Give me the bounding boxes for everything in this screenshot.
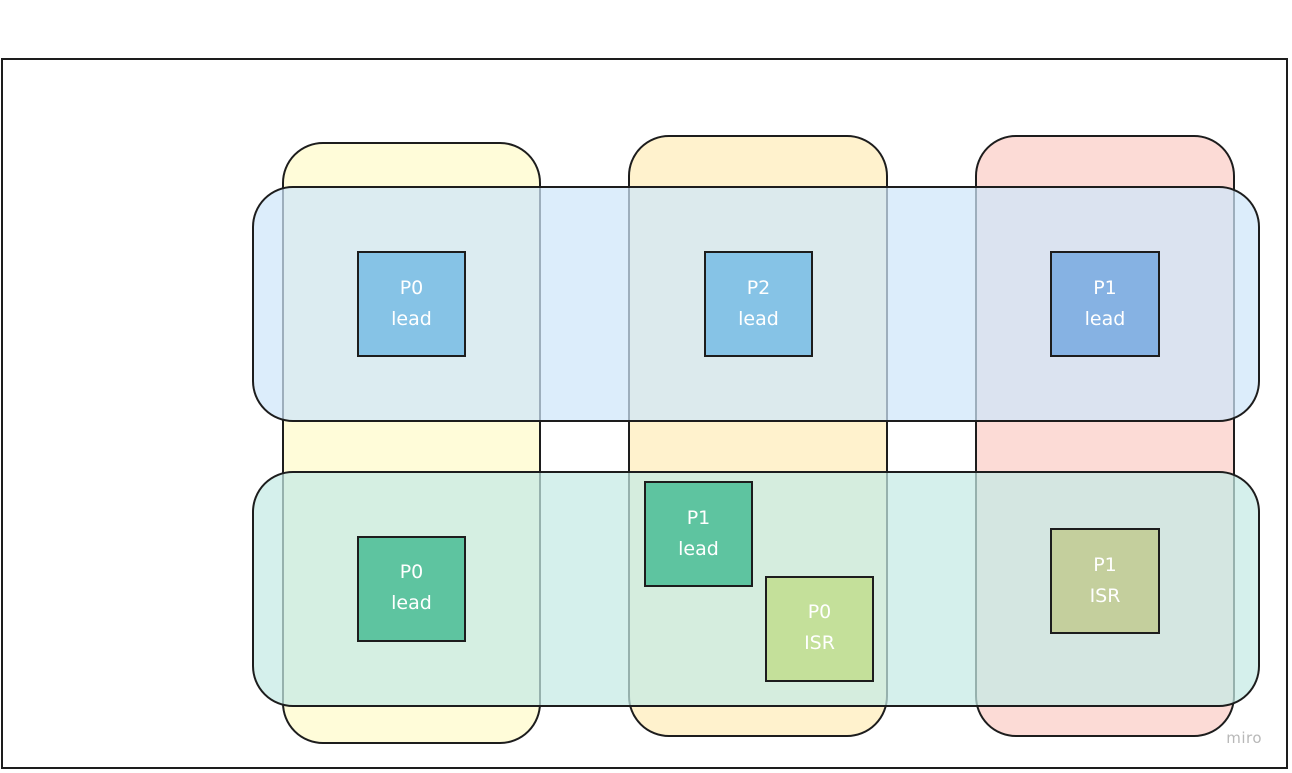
partition-node: P0 ISR: [765, 576, 874, 682]
node-line2: ISR: [1090, 585, 1121, 607]
node-line1: P0: [400, 561, 424, 583]
node-line1: P1: [1093, 554, 1117, 576]
partition-node: P1 lead: [1050, 251, 1160, 357]
partition-node: P0 lead: [357, 251, 466, 357]
miro-watermark: miro: [1226, 729, 1262, 747]
node-line1: P1: [687, 507, 711, 529]
node-line2: lead: [678, 538, 719, 560]
diagram-frame: [1, 58, 1288, 769]
node-line2: lead: [1085, 308, 1126, 330]
partition-node: P1 ISR: [1050, 528, 1160, 634]
node-line2: ISR: [804, 632, 835, 654]
node-line2: lead: [391, 592, 432, 614]
node-line2: lead: [738, 308, 779, 330]
node-line1: P1: [1093, 277, 1117, 299]
row-group-1: [252, 471, 1260, 707]
partition-node: P2 lead: [704, 251, 813, 357]
partition-node: P1 lead: [644, 481, 753, 587]
node-line1: P0: [808, 601, 832, 623]
partition-node: P0 lead: [357, 536, 466, 642]
node-line1: P0: [400, 277, 424, 299]
node-line2: lead: [391, 308, 432, 330]
node-line1: P2: [747, 277, 771, 299]
